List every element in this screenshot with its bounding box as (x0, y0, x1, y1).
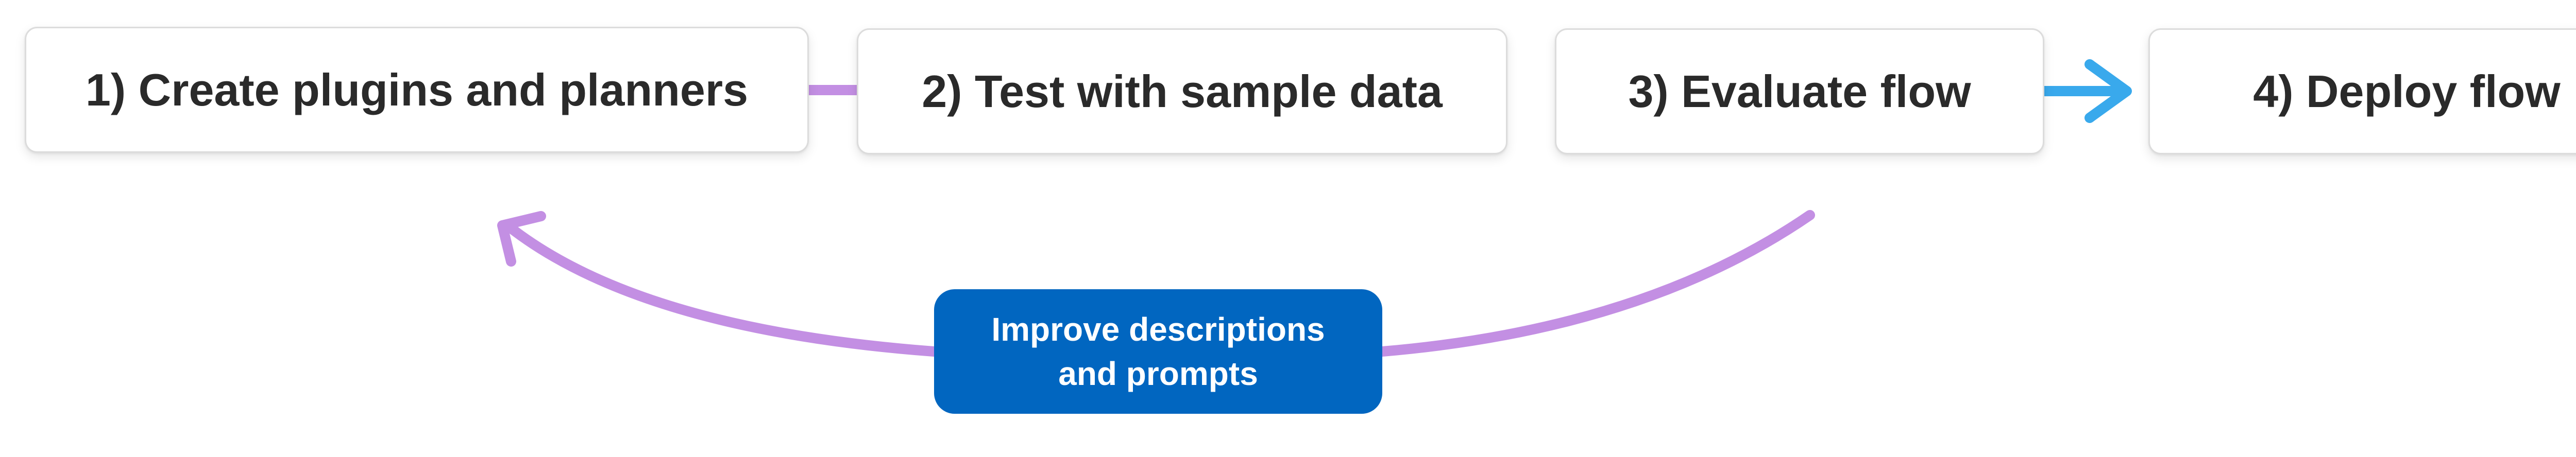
improve-label-line-1: Improve descriptions (991, 311, 1325, 348)
step-3-label: 3) Evaluate flow (1628, 65, 1971, 117)
step-create-plugins-and-planners[interactable]: 1) Create plugins and planners (25, 27, 809, 153)
improve-label-line-2: and prompts (1058, 355, 1258, 392)
improve-label: Improve descriptions and prompts (991, 307, 1325, 396)
arrow-step3-to-step4 (2039, 59, 2132, 123)
feedback-loop-arrow (497, 210, 1815, 357)
step-test-with-sample-data[interactable]: 2) Test with sample data (857, 28, 1507, 154)
improve-descriptions-and-prompts-box[interactable]: Improve descriptions and prompts (934, 289, 1382, 414)
step-deploy-flow[interactable]: 4) Deploy flow (2148, 28, 2576, 154)
feedback-arrowhead-icon (497, 211, 546, 267)
step-evaluate-flow[interactable]: 3) Evaluate flow (1555, 28, 2044, 154)
step-1-label: 1) Create plugins and planners (85, 64, 749, 115)
step-2-label: 2) Test with sample data (922, 65, 1443, 117)
step-4-label: 4) Deploy flow (2253, 65, 2561, 117)
